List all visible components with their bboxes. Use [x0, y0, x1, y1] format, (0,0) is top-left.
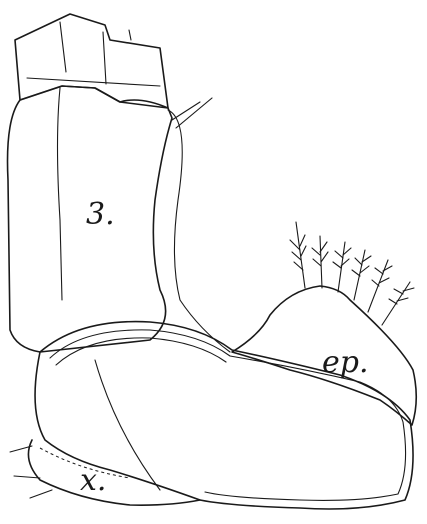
- epipodite: [232, 222, 416, 425]
- segment-3-label: 3.: [86, 197, 115, 232]
- epipodite-label: ep.: [322, 345, 369, 380]
- coxa-label: x.: [80, 463, 106, 498]
- segment-3: [8, 86, 231, 352]
- setae: [290, 222, 414, 325]
